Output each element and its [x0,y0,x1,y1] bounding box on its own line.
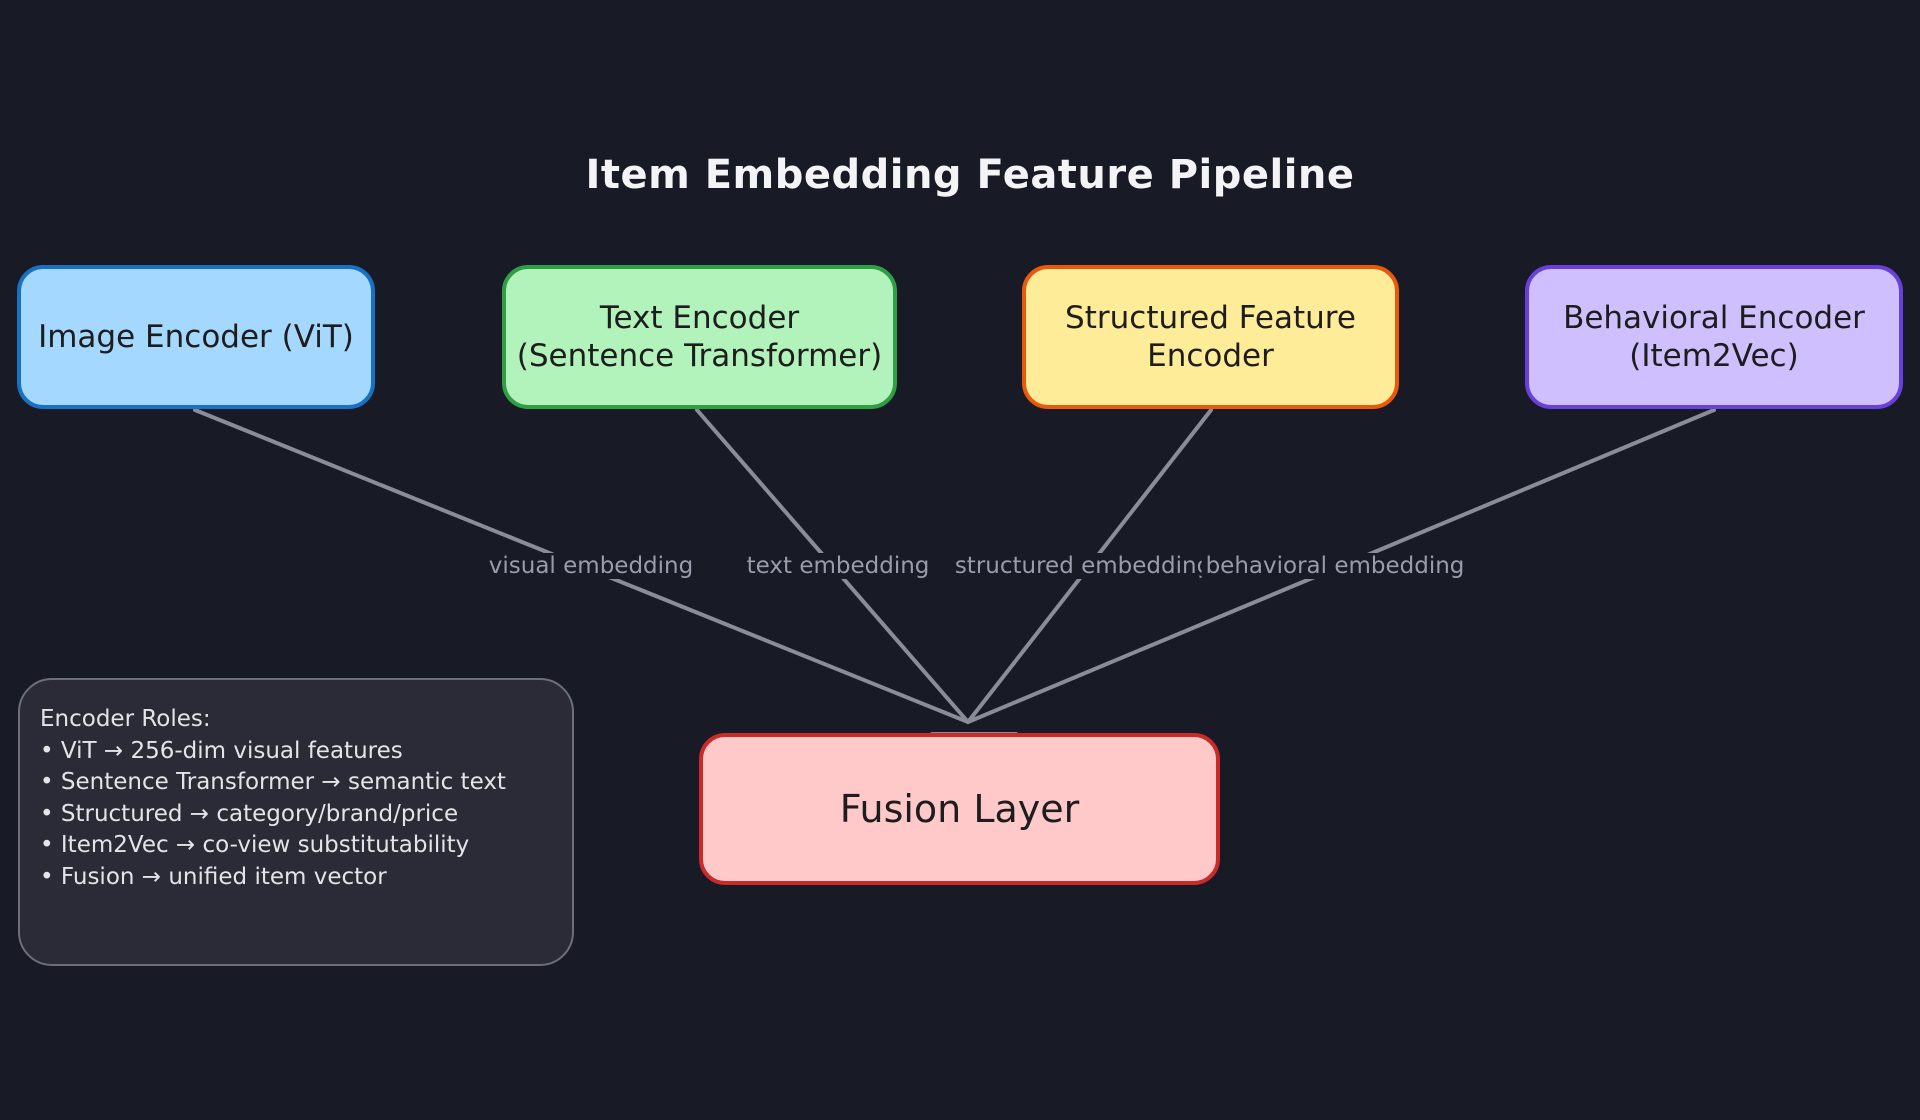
structured-encoder-node[interactable]: Structured Feature Encoder [1022,265,1399,409]
edge-label-behavioral: behavioral embedding [1201,553,1469,579]
fusion-layer-label: Fusion Layer [839,787,1080,831]
structured-encoder-label: Structured Feature Encoder [1065,300,1356,374]
text-encoder-label: Text Encoder (Sentence Transformer) [516,300,883,374]
encoder-roles-note: Encoder Roles: ViT → 256-dim visual feat… [18,678,574,966]
edge-label-text: text embedding [742,553,934,579]
notes-list: ViT → 256-dim visual features Sentence T… [40,736,552,894]
image-encoder-node[interactable]: Image Encoder (ViT) [17,265,375,409]
edge-label-structured: structured embedding [950,553,1216,579]
image-encoder-label: Image Encoder (ViT) [38,319,354,355]
notes-item: Sentence Transformer → semantic text [40,767,552,799]
notes-item: Item2Vec → co-view substitutability [40,830,552,862]
text-encoder-node[interactable]: Text Encoder (Sentence Transformer) [502,265,897,409]
fusion-layer-node[interactable]: Fusion Layer [699,733,1220,885]
behavioral-encoder-node[interactable]: Behavioral Encoder (Item2Vec) [1525,265,1903,409]
notes-heading: Encoder Roles: [40,706,211,732]
diagram-title: Item Embedding Feature Pipeline [585,152,1355,198]
notes-item: Fusion → unified item vector [40,862,552,894]
notes-item: ViT → 256-dim visual features [40,736,552,768]
edge-label-visual: visual embedding [484,553,698,579]
notes-item: Structured → category/brand/price [40,799,552,831]
behavioral-encoder-label: Behavioral Encoder (Item2Vec) [1563,300,1865,374]
